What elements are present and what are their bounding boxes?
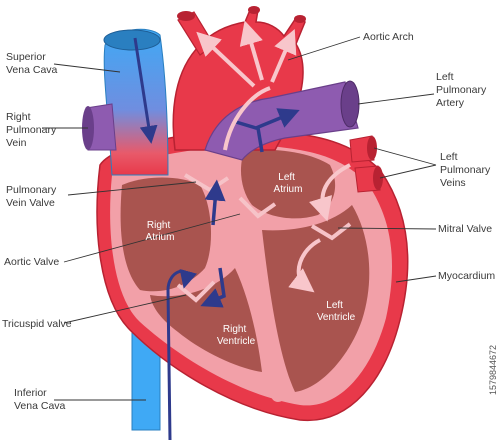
flow-arrow-lv	[288, 238, 321, 293]
flow-arrow-aortic-root	[223, 86, 271, 151]
label-left-pulmonary-artery: Left Pulmonary Artery	[436, 71, 489, 109]
flow-arrow-la	[309, 163, 351, 222]
aortic-branch-opening	[248, 6, 260, 14]
flow-arrow-arch-3	[196, 31, 256, 88]
leader-lines	[42, 36, 437, 401]
aortic-branch-opening	[177, 11, 195, 21]
label-myocardium: Myocardium	[438, 270, 495, 282]
septum	[228, 218, 285, 402]
flow-arrow-arch-2	[270, 28, 297, 83]
aortic-valve-shape	[238, 196, 277, 219]
left-pulmonary-vein-opening	[373, 166, 383, 190]
flow-arrow-pa	[235, 108, 300, 130]
left-pulmonary-artery-opening	[340, 80, 360, 128]
label-right-pulmonary-vein: Right Pulmonary Vein	[6, 111, 59, 149]
mitral-valve-shape	[310, 222, 352, 241]
flow-arrow-arch-1	[239, 20, 264, 81]
right-ventricle-chamber	[150, 268, 262, 372]
label-left-atrium: Left Atrium	[274, 172, 303, 195]
left-ventricle-chamber	[262, 205, 370, 392]
label-aortic-valve: Aortic Valve	[4, 256, 59, 268]
tricuspid-valve-shape	[176, 280, 216, 303]
label-superior-vena-cava: Superior Vena Cava	[6, 51, 58, 76]
label-aortic-arch: Aortic Arch	[363, 31, 414, 43]
stock-id-watermark: 1579844672	[488, 345, 498, 395]
label-left-ventricle: Left Ventricle	[317, 300, 356, 323]
label-pulmonary-vein-valve: Pulmonary Vein Valve	[6, 184, 59, 209]
flow-arrow-ra	[204, 179, 226, 226]
label-tricuspid-valve: Tricuspid valve	[2, 318, 72, 330]
label-inferior-vena-cava: Inferior Vena Cava	[14, 387, 66, 412]
label-left-pulmonary-veins: Left Pulmonary Veins	[440, 151, 493, 189]
label-mitral-valve: Mitral Valve	[438, 223, 492, 235]
superior-vena-cava-opening	[103, 29, 161, 51]
aortic-branch-opening	[294, 15, 306, 23]
left-pulmonary-vein-opening	[367, 136, 377, 160]
flow-arrow-svc	[133, 37, 158, 144]
flow-arrow-pa-stem	[256, 127, 264, 153]
label-right-atrium: Right Atrium	[146, 220, 175, 243]
label-right-ventricle: Right Ventricle	[217, 324, 256, 347]
flow-arrow-rv	[200, 267, 226, 308]
flow-arrow-ivc	[166, 268, 198, 441]
